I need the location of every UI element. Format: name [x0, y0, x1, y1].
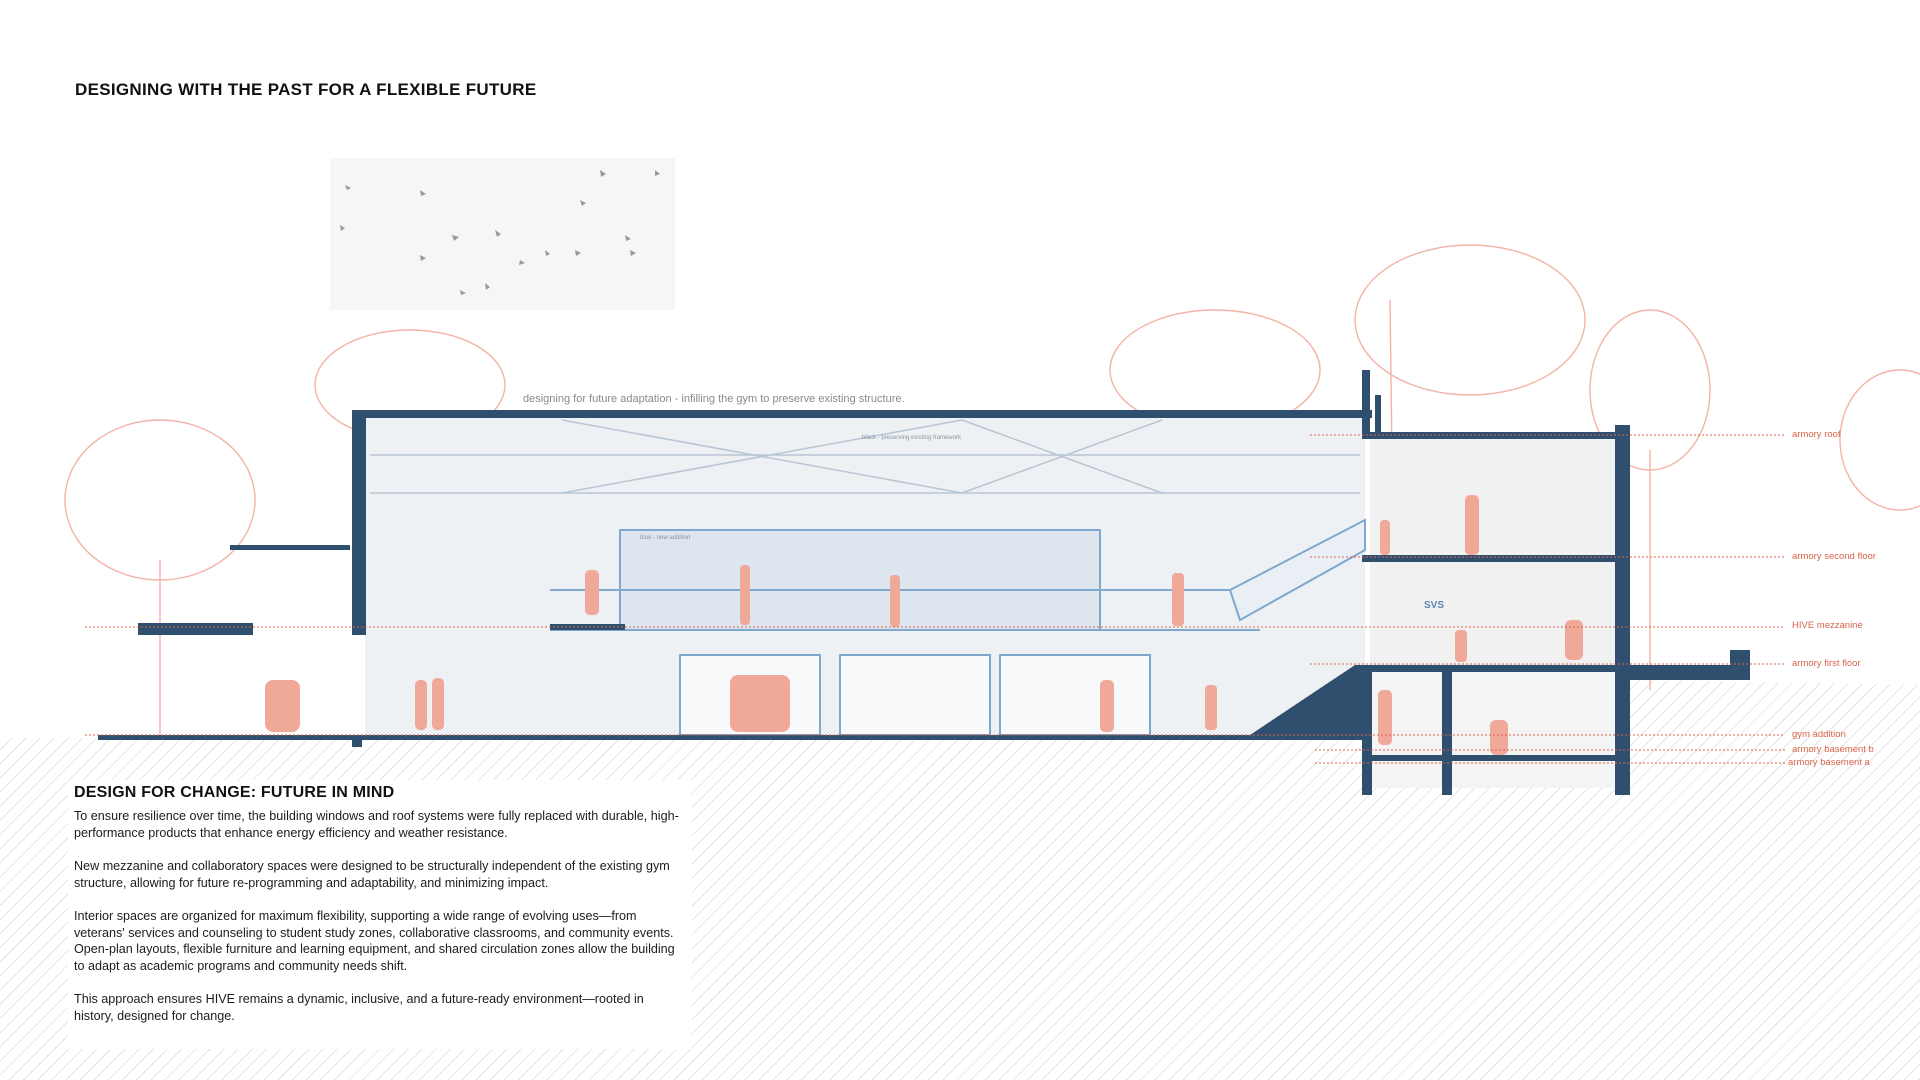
design-for-change-text: DESIGN FOR CHANGE: FUTURE IN MIND To ens… — [68, 780, 692, 1049]
page-title: DESIGNING WITH THE PAST FOR A FLEXIBLE F… — [75, 80, 537, 99]
level-label-armory-basement-b: armory basement b — [1792, 744, 1874, 755]
level-label-armory-basement-a: armory basement a — [1788, 757, 1870, 768]
paragraph: New mezzanine and collaboratory spaces w… — [74, 859, 670, 890]
birds-illustration — [330, 158, 675, 310]
svs-sign: SVS — [1424, 600, 1445, 611]
paragraph: This approach ensures HIVE remains a dyn… — [74, 992, 644, 1023]
legend-note-black: black - preserving existing framework — [862, 435, 962, 441]
paragraph: Interior spaces are organized for maximu… — [74, 909, 675, 973]
section-caption: designing for future adaptation - infill… — [523, 393, 905, 405]
level-label-hive-mezzanine: HIVE mezzanine — [1792, 620, 1863, 631]
level-label-armory-second-floor: armory second floor — [1792, 551, 1876, 562]
legend-note-blue: blue - new addition — [640, 535, 691, 541]
level-label-armory-roof: armory roof — [1792, 429, 1841, 440]
new-addition-mezzanine — [550, 518, 1366, 736]
paragraph: To ensure resilience over time, the buil… — [74, 809, 679, 840]
level-lines — [85, 434, 1785, 764]
level-label-gym-addition: gym addition — [1792, 729, 1846, 740]
roof-trusses — [370, 419, 1360, 494]
level-label-armory-first-floor: armory first floor — [1792, 658, 1861, 669]
people-figures — [265, 495, 1583, 755]
text-heading: DESIGN FOR CHANGE: FUTURE IN MIND — [74, 784, 395, 801]
existing-structure — [98, 370, 1750, 795]
